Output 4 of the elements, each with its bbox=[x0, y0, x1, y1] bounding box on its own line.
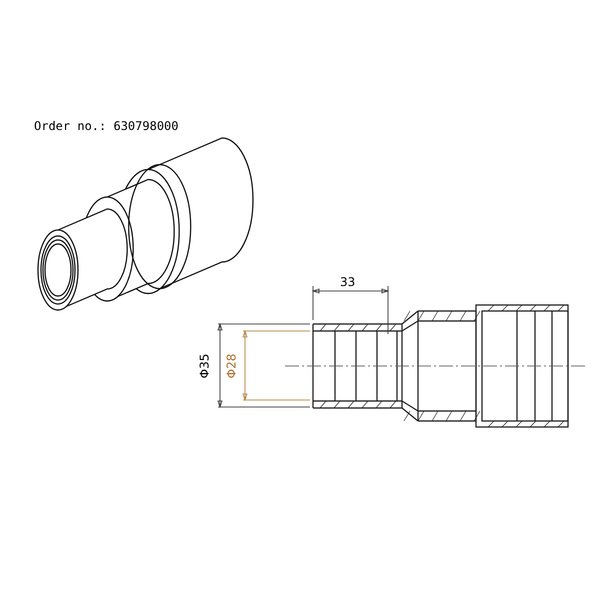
dimension-label: Φ35 bbox=[198, 354, 210, 378]
order-number: Order no.: 630798000 bbox=[34, 120, 178, 132]
dimension-label: 33 bbox=[340, 276, 356, 288]
dimension-label: Φ28 bbox=[224, 354, 237, 378]
